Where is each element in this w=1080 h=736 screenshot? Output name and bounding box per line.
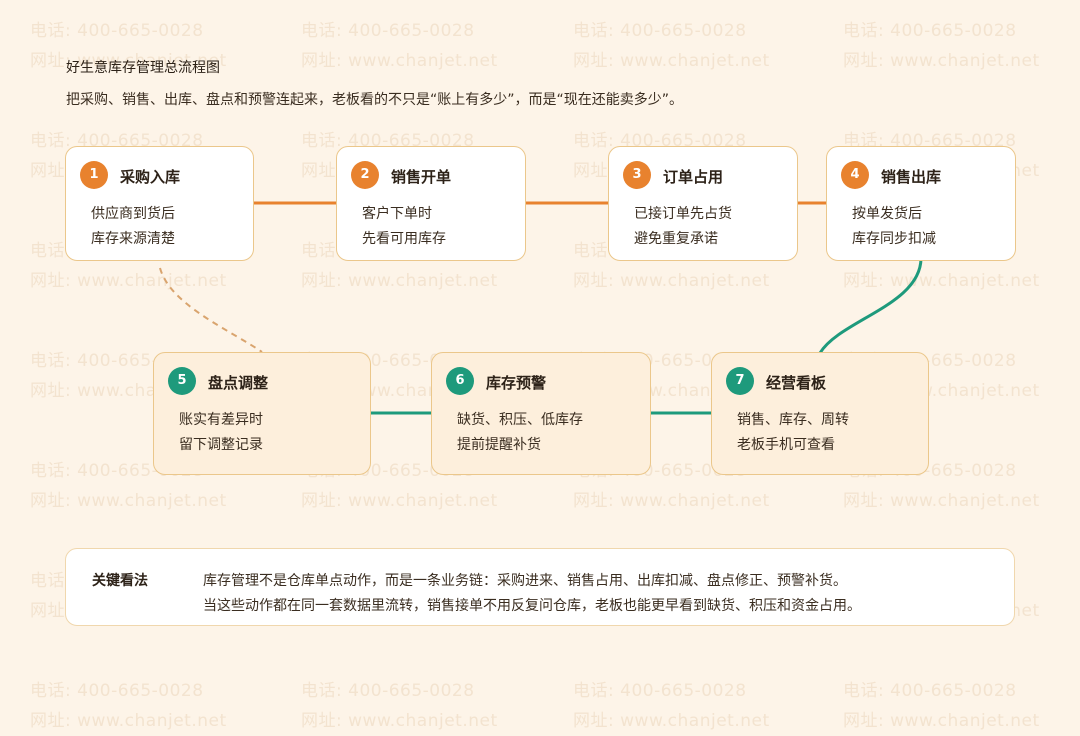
step-desc-line: 供应商到货后 <box>91 206 175 222</box>
step-desc-line: 账实有差异时 <box>179 412 263 428</box>
watermark-website: 网址: www.chanjet.net <box>301 711 498 731</box>
step-number-badge: 5 <box>168 367 196 395</box>
step-desc-line: 缺货、积压、低库存 <box>457 412 583 428</box>
step-title: 库存预警 <box>486 374 547 392</box>
step-desc-line: 留下调整记录 <box>179 437 263 453</box>
diagram-subtitle: 把采购、销售、出库、盘点和预警连起来，老板看的不只是“账上有多少”，而是“现在还… <box>66 92 684 108</box>
step-number-badge: 2 <box>351 161 379 189</box>
watermark-website: 网址: www.chanjet.net <box>843 711 1040 731</box>
step-number-badge: 7 <box>726 367 754 395</box>
step-desc-line: 按单发货后 <box>852 206 922 222</box>
step-desc-line: 客户下单时 <box>362 206 432 222</box>
watermark-website: 网址: www.chanjet.net <box>573 711 770 731</box>
step-number-badge: 4 <box>841 161 869 189</box>
step-number-badge: 1 <box>80 161 108 189</box>
key-insight-box: 关键看法 库存管理不是仓库单点动作，而是一条业务链：采购进来、销售占用、出库扣减… <box>65 548 1015 626</box>
key-insight-line: 当这些动作都在同一套数据里流转，销售接单不用反复问仓库，老板也能更早看到缺货、积… <box>203 598 861 614</box>
step-number-badge: 3 <box>623 161 651 189</box>
step-desc-line: 库存同步扣减 <box>852 231 936 247</box>
step-sales-out: 4 销售出库 按单发货后 库存同步扣减 <box>826 146 1016 261</box>
step-desc-line: 已接订单先占货 <box>634 206 732 222</box>
step-sales-order: 2 销售开单 客户下单时 先看可用库存 <box>336 146 526 261</box>
diagram-title: 好生意库存管理总流程图 <box>66 60 220 76</box>
step-number-badge: 6 <box>446 367 474 395</box>
step-title: 订单占用 <box>663 168 724 186</box>
step-title: 销售开单 <box>391 168 452 186</box>
step-stock-count: 5 盘点调整 账实有差异时 留下调整记录 <box>153 352 371 475</box>
step-title: 采购入库 <box>120 168 181 186</box>
step-business-dashboard: 7 经营看板 销售、库存、周转 老板手机可查看 <box>711 352 929 475</box>
step-title: 盘点调整 <box>208 374 269 392</box>
step-order-reserve: 3 订单占用 已接订单先占货 避免重复承诺 <box>608 146 798 261</box>
connector-1-5-dashed <box>159 267 263 353</box>
step-stock-alert: 6 库存预警 缺货、积压、低库存 提前提醒补货 <box>431 352 651 475</box>
key-insight-line: 库存管理不是仓库单点动作，而是一条业务链：采购进来、销售占用、出库扣减、盘点修正… <box>203 573 847 589</box>
step-title: 销售出库 <box>881 168 942 186</box>
connector-layer <box>159 201 923 415</box>
key-insight-label: 关键看法 <box>92 573 148 589</box>
step-desc-line: 提前提醒补货 <box>457 437 541 453</box>
step-desc-line: 避免重复承诺 <box>634 231 718 247</box>
connector-4-7 <box>818 257 923 354</box>
watermark-website: 网址: www.chanjet.net <box>30 711 227 731</box>
step-desc-line: 老板手机可查看 <box>737 437 835 453</box>
step-purchase-in: 1 采购入库 供应商到货后 库存来源清楚 <box>65 146 254 261</box>
step-title: 经营看板 <box>766 374 827 392</box>
step-desc-line: 库存来源清楚 <box>91 231 175 247</box>
step-desc-line: 销售、库存、周转 <box>737 412 849 428</box>
step-desc-line: 先看可用库存 <box>362 231 446 247</box>
